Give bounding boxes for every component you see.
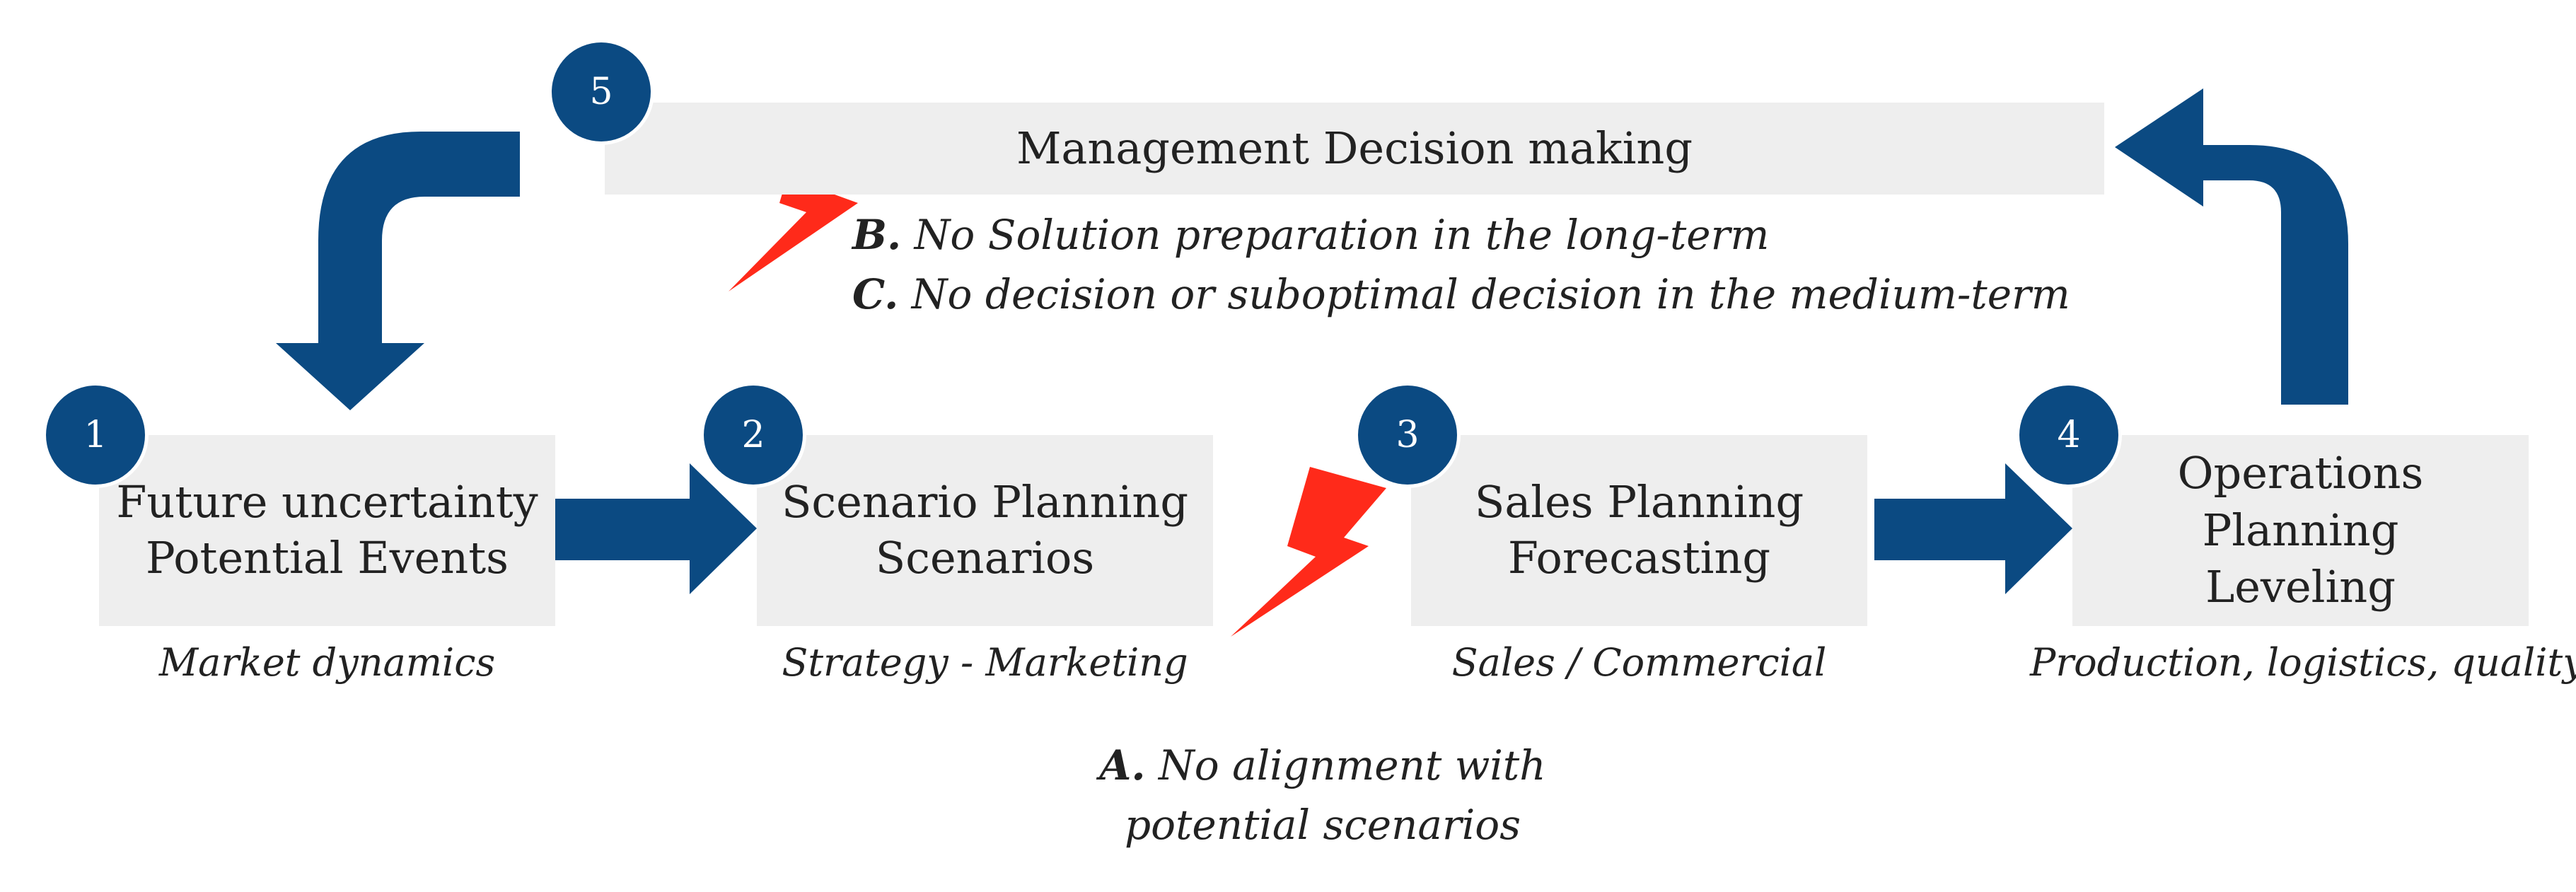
step-4-line-1: Operations — [2177, 447, 2424, 499]
management-decision-box: Management Decision making — [605, 103, 2104, 195]
problem-c-text: No decision or suboptimal decision in th… — [911, 270, 2070, 318]
step-badge-4: 4 — [2019, 386, 2118, 485]
lightning-bolt-icon — [1231, 467, 1386, 637]
step-3-line-1: Sales Planning — [1474, 476, 1804, 528]
problem-b-text: No Solution preparation in the long-term — [914, 211, 1770, 259]
step-2-line-1: Scenario Planning — [781, 476, 1189, 528]
curved-arrow-icon — [2115, 88, 2348, 405]
management-title: Management Decision making — [1016, 122, 1693, 174]
step-3-line-2: Forecasting — [1507, 532, 1771, 584]
step-1-caption: Market dynamics — [158, 640, 496, 685]
problem-a-letter: A. — [1099, 741, 1146, 789]
step-box-2: Scenario Planning Scenarios — [757, 435, 1213, 626]
step-3-caption: Sales / Commercial — [1451, 640, 1827, 685]
step-4-line-3: Leveling — [2205, 561, 2396, 613]
right-arrow-icon — [1874, 463, 2072, 594]
step-1-line-2: Potential Events — [146, 532, 509, 584]
problem-c: C. No decision or suboptimal decision in… — [852, 265, 2070, 324]
step-box-4: Operations Planning Leveling — [2072, 435, 2529, 626]
problem-b: B. No Solution preparation in the long-t… — [852, 205, 1769, 265]
problem-a-line-2: potential scenarios — [1125, 801, 1521, 850]
step-badge-3: 3 — [1358, 386, 1457, 485]
step-4-caption: Production, logistics, quality — [2030, 640, 2576, 685]
step-1-line-1: Future uncertainty — [116, 476, 538, 528]
problem-b-letter: B. — [852, 211, 902, 259]
step-4-line-2: Planning — [2202, 504, 2399, 556]
problem-a: A. No alignment with potential scenarios — [1040, 736, 1606, 855]
curved-arrow-icon — [276, 132, 520, 410]
step-badge-2: 2 — [704, 386, 803, 485]
step-box-1: Future uncertainty Potential Events — [99, 435, 555, 626]
problem-a-line-1: A. No alignment with — [1040, 736, 1606, 795]
step-2-caption: Strategy - Marketing — [782, 640, 1188, 685]
step-badge-5: 5 — [552, 42, 651, 141]
step-box-3: Sales Planning Forecasting — [1411, 435, 1867, 626]
step-2-line-2: Scenarios — [875, 532, 1095, 584]
right-arrow-icon — [555, 463, 757, 594]
step-badge-1: 1 — [46, 386, 145, 485]
problem-c-letter: C. — [852, 270, 899, 318]
problem-a-line-1-text: No alignment with — [1159, 741, 1546, 789]
